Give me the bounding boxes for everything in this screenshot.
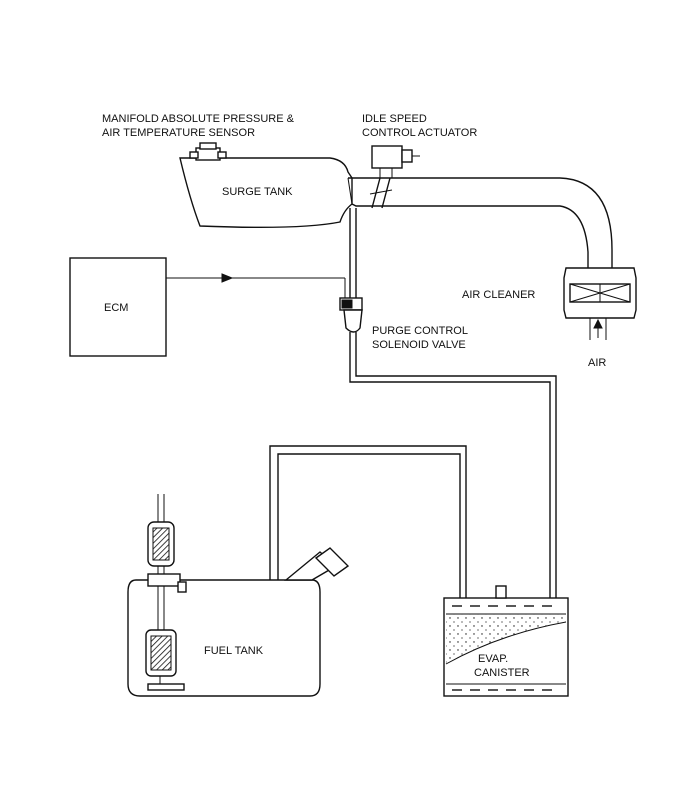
fuel-pump-icon: [145, 629, 185, 691]
purge-control-solenoid-valve: [339, 297, 363, 346]
surge-tank-label: SURGE TANK: [222, 186, 293, 198]
map-sensor-label-line1: MANIFOLD ABSOLUTE PRESSURE &: [102, 113, 295, 125]
fuel-filter-icon: [147, 494, 175, 576]
isc-label-line1: IDLE SPEED: [362, 113, 427, 125]
idle-speed-control-actuator: [369, 145, 420, 209]
canister-label-line2: CANISTER: [474, 667, 530, 679]
purge-line-to-canister: [349, 346, 557, 598]
fuel-tank-label: FUEL TANK: [204, 645, 264, 657]
map-sensor-label-line2: AIR TEMPERATURE SENSOR: [102, 127, 255, 139]
purge-valve-label-line1: PURGE CONTROL: [372, 325, 468, 337]
vapor-line-fuel-tank: [269, 445, 467, 598]
intake-duct: [347, 177, 613, 268]
air-cleaner: [563, 267, 637, 340]
purge-valve-label-line2: SOLENOID VALVE: [372, 339, 466, 351]
air-cleaner-label: AIR CLEANER: [462, 289, 535, 301]
ecm-label: ECM: [104, 302, 128, 314]
ecm-box: [69, 257, 167, 357]
fuel-tank: [127, 494, 350, 697]
map-sensor-icon: [189, 142, 227, 161]
air-label: AIR: [588, 357, 606, 369]
isc-label-line2: CONTROL ACTUATOR: [362, 127, 477, 139]
surge-tank: [179, 142, 353, 229]
purge-vacuum-line: [349, 208, 357, 298]
canister-label-line1: EVAP.: [478, 653, 508, 665]
evap-canister: [443, 585, 569, 697]
ecm-signal-line: [166, 273, 346, 300]
